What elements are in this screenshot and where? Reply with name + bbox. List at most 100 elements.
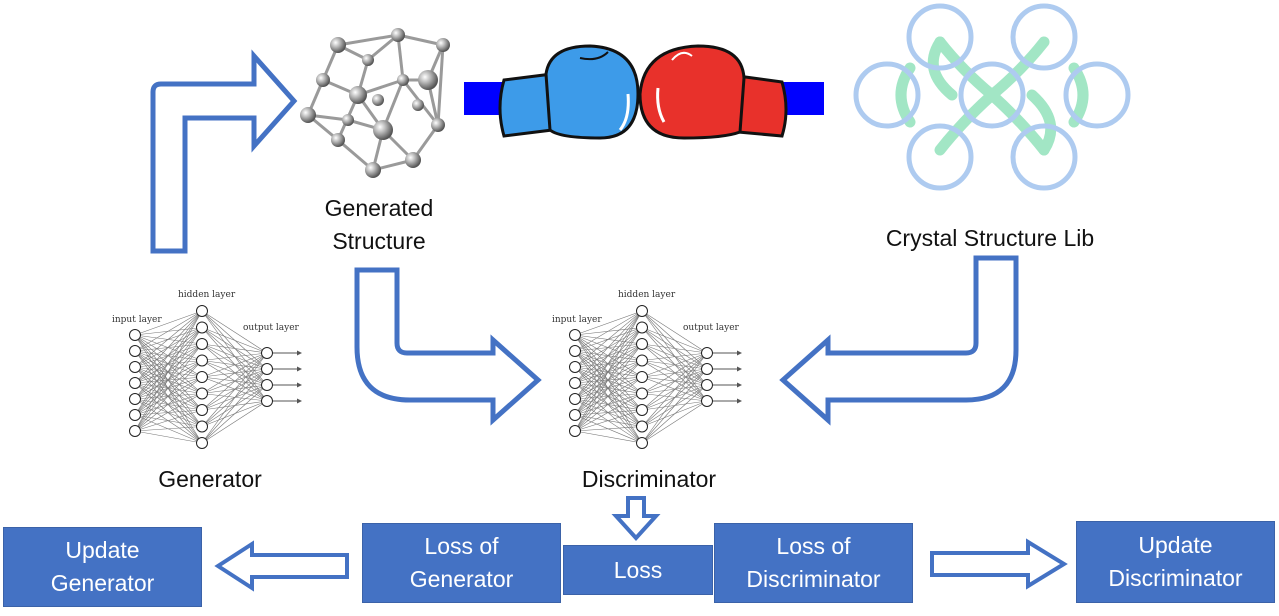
nn-edge [574,376,643,432]
nn-node [569,409,581,421]
nn-edge [134,426,203,432]
boxing-gloves-icon [464,44,824,140]
nn-node [701,395,713,407]
update-discriminator-box: Update Discriminator [1076,521,1275,603]
loss-box: Loss [563,545,713,595]
loss-of-discriminator-box: Loss of Discriminator [714,523,913,603]
neural-network-icon-generator [129,305,302,449]
nn-edge [641,384,708,444]
neural-network-icon-discriminator [569,305,742,449]
nn-node [569,393,581,405]
nn-edge [574,360,643,432]
nn-node [261,347,273,359]
nn-output-arrowhead [737,366,742,372]
nn-edge [641,343,708,354]
nn-edge [134,327,203,432]
nn-node [569,425,581,437]
nn-edge [574,430,643,444]
nn-edge [574,327,643,432]
nn-edge [201,352,268,361]
nn-edge [574,310,643,416]
generated-structure-label: Generated Structure [324,195,434,254]
nn-node [701,363,713,375]
nn-edge [134,310,203,416]
nn-node [261,395,273,407]
nn-node [636,338,648,350]
nn-edge [201,352,268,411]
molecule-lattice-icon [300,28,450,178]
nn-node [569,377,581,389]
nn-edge [201,352,268,427]
update-generator-box: Update Generator [3,527,202,607]
nn-node [196,404,208,416]
nn-edge [201,352,268,394]
discriminator-hidden-layer-label: hidden layer [618,290,676,300]
nn-edge [201,400,268,444]
nn-node [569,361,581,373]
nn-output-arrowhead [297,366,302,372]
nn-node [636,420,648,433]
discriminator-label: Discriminator [581,466,717,492]
nn-edge [641,327,708,354]
nn-output-arrowhead [737,350,742,356]
nn-node [129,393,141,405]
nn-edge [574,310,643,368]
nn-edge [134,310,203,368]
nn-node [196,371,208,383]
nn-edge [201,343,268,354]
generator-output-layer-label: output layer [243,323,299,333]
generator-input-layer-label: input layer [112,315,162,325]
nn-edge [134,310,203,432]
nn-node [701,379,713,391]
nn-node [636,354,648,367]
nn-output-arrowhead [737,398,742,404]
nn-node [196,321,208,334]
nn-edge [574,310,643,336]
nn-node [196,437,208,449]
nn-node [129,329,141,341]
nn-edge [201,384,268,444]
nn-edge [134,310,203,384]
nn-edge [574,310,643,400]
nn-edge [574,343,643,432]
crystal-rings-icon [853,3,1131,191]
nn-node [636,437,648,449]
nn-edge [134,393,203,432]
nn-edge [641,400,708,444]
nn-node [196,354,208,367]
nn-edge [641,310,708,354]
nn-node [569,345,581,357]
nn-edge [641,352,708,411]
nn-node [196,387,208,400]
nn-node [636,321,648,334]
nn-node [129,409,141,421]
nn-edge [134,310,203,400]
arrow-left-to-update-generator [214,540,349,592]
nn-node [196,305,208,317]
loss-of-generator-box: Loss of Generator [362,523,561,603]
nn-output-arrowhead [737,382,742,388]
nn-output-arrowhead [297,398,302,404]
nn-node [261,363,273,375]
nn-edge [574,310,643,384]
nn-edge [134,310,203,336]
discriminator-output-layer-label: output layer [683,323,739,333]
nn-node [261,379,273,391]
nn-node [196,420,208,433]
nn-edge [201,352,268,444]
nn-edge [201,368,268,444]
nn-edge [574,310,643,432]
nn-edge [134,310,203,352]
nn-node [196,338,208,350]
nn-edge [641,368,708,444]
nn-node [636,305,648,317]
nn-edge [134,376,203,432]
nn-edge [201,310,268,354]
nn-output-arrowhead [297,350,302,356]
arrow-right-to-update-discriminator [930,538,1068,590]
crystal-structure-lib-label: Crystal Structure Lib [885,225,1095,251]
generator-hidden-layer-label: hidden layer [178,290,236,300]
nn-node [129,345,141,357]
